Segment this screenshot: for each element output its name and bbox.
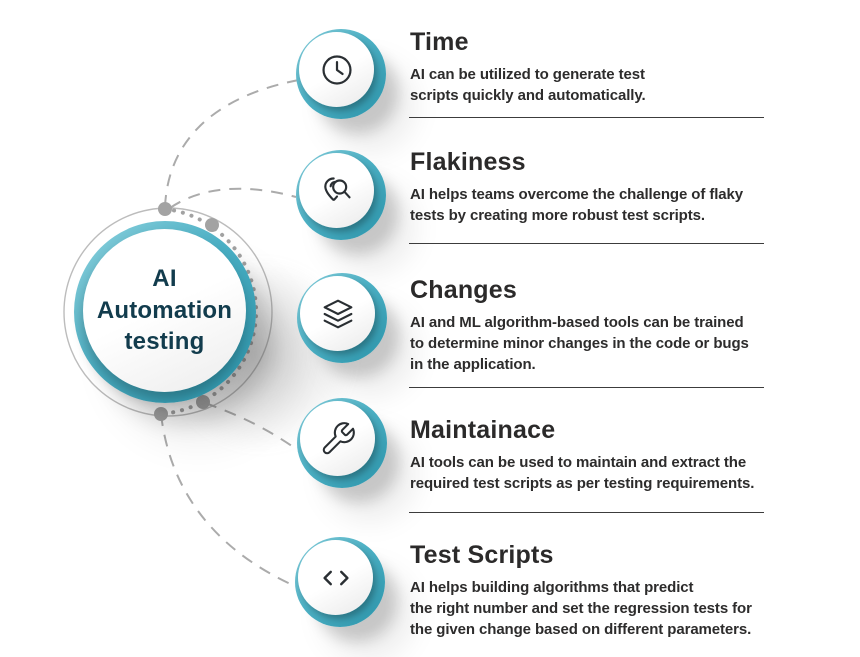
section-divider [409, 117, 764, 118]
clock-icon [321, 54, 352, 85]
section-title: Flakiness [410, 148, 526, 176]
item-badge-inner [298, 540, 373, 615]
section-maintainace: Maintainace AI tools can be used to main… [410, 416, 780, 494]
section-description: AI tools can be used to maintain and ext… [410, 454, 755, 492]
section-divider [409, 512, 764, 513]
item-badge-inner [299, 153, 374, 228]
section-description: AI and ML algorithm-based tools can be t… [410, 314, 749, 373]
hub-circle: AI Automation testing [74, 221, 256, 403]
hub-label: AI Automation testing [96, 264, 233, 356]
section-description: AI can be utilized to generate test scri… [410, 66, 646, 104]
section-divider [409, 387, 764, 388]
search-pin-icon [323, 176, 351, 201]
item-badge-inner [300, 401, 375, 476]
section-title: Test Scripts [410, 541, 554, 569]
section-description: AI helps building algorithms that predic… [410, 579, 752, 638]
section-changes: Changes AI and ML algorithm-based tools … [410, 276, 780, 375]
item-badge-flakiness [296, 150, 386, 240]
section-title: Time [410, 28, 469, 56]
section-description: AI helps teams overcome the challenge of… [410, 186, 744, 224]
item-badge-time [296, 29, 386, 119]
hub-inner-circle: AI Automation testing [83, 229, 246, 392]
section-title: Changes [410, 276, 517, 304]
section-test-scripts: Test Scripts AI helps building algorithm… [410, 541, 780, 640]
item-badge-inner [299, 32, 374, 107]
section-flakiness: Flakiness AI helps teams overcome the ch… [410, 148, 780, 226]
section-divider [409, 243, 764, 244]
item-badge-test-scripts [295, 537, 385, 627]
item-badge-changes [297, 273, 387, 363]
item-badge-maintainace [297, 398, 387, 488]
section-time: Time AI can be utilized to generate test… [410, 28, 780, 106]
code-icon [322, 570, 349, 585]
wrench-icon [322, 421, 355, 454]
item-badge-inner [300, 276, 375, 351]
layers-icon [323, 299, 352, 328]
section-title: Maintainace [410, 416, 556, 444]
